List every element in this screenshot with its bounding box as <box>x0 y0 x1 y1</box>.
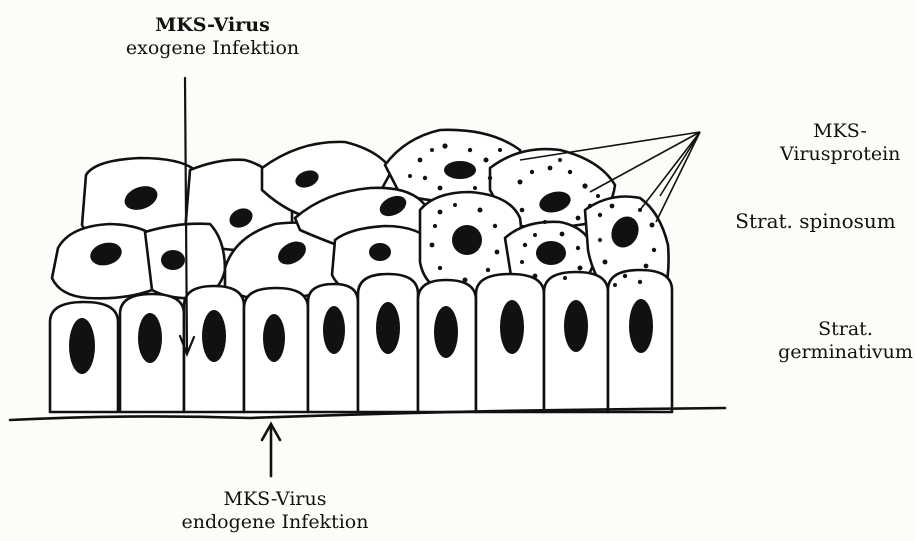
nucleus <box>202 310 226 362</box>
nucleus <box>500 300 524 354</box>
germinativum-label-line1: Strat. <box>778 318 913 341</box>
stratum-germinativum-label: Strat. germinativum <box>778 318 913 364</box>
nucleus <box>434 306 458 358</box>
nucleus <box>444 161 476 179</box>
stratum-spinosum-label: Strat. spinosum <box>718 210 913 233</box>
nucleus <box>161 250 185 270</box>
exogenous-label-line2: exogene Infektion <box>115 37 310 60</box>
nucleus <box>452 225 482 255</box>
nucleus <box>369 243 391 261</box>
nucleus <box>536 241 566 265</box>
virus-protein-label: MKS- Virusprotein <box>780 120 900 166</box>
virus-protein-label-line2: Virusprotein <box>780 143 900 166</box>
nucleus <box>263 314 285 362</box>
nucleus <box>376 302 400 354</box>
nucleus <box>69 318 95 374</box>
germinativum-label-line2: germinativum <box>778 341 913 364</box>
nucleus <box>564 300 588 352</box>
exogenous-infection-label: MKS-Virus exogene Infektion <box>115 14 310 60</box>
endogenous-label-line1: MKS-Virus <box>165 488 385 511</box>
nucleus <box>629 299 653 353</box>
endogenous-infection-label: MKS-Virus endogene Infektion <box>165 488 385 534</box>
nucleus <box>323 306 345 354</box>
endogenous-arrow <box>262 424 280 476</box>
nucleus <box>138 313 162 363</box>
exogenous-label-line1: MKS-Virus <box>115 14 310 37</box>
endogenous-label-line2: endogene Infektion <box>165 511 385 534</box>
virus-protein-label-line1: MKS- <box>780 120 900 143</box>
